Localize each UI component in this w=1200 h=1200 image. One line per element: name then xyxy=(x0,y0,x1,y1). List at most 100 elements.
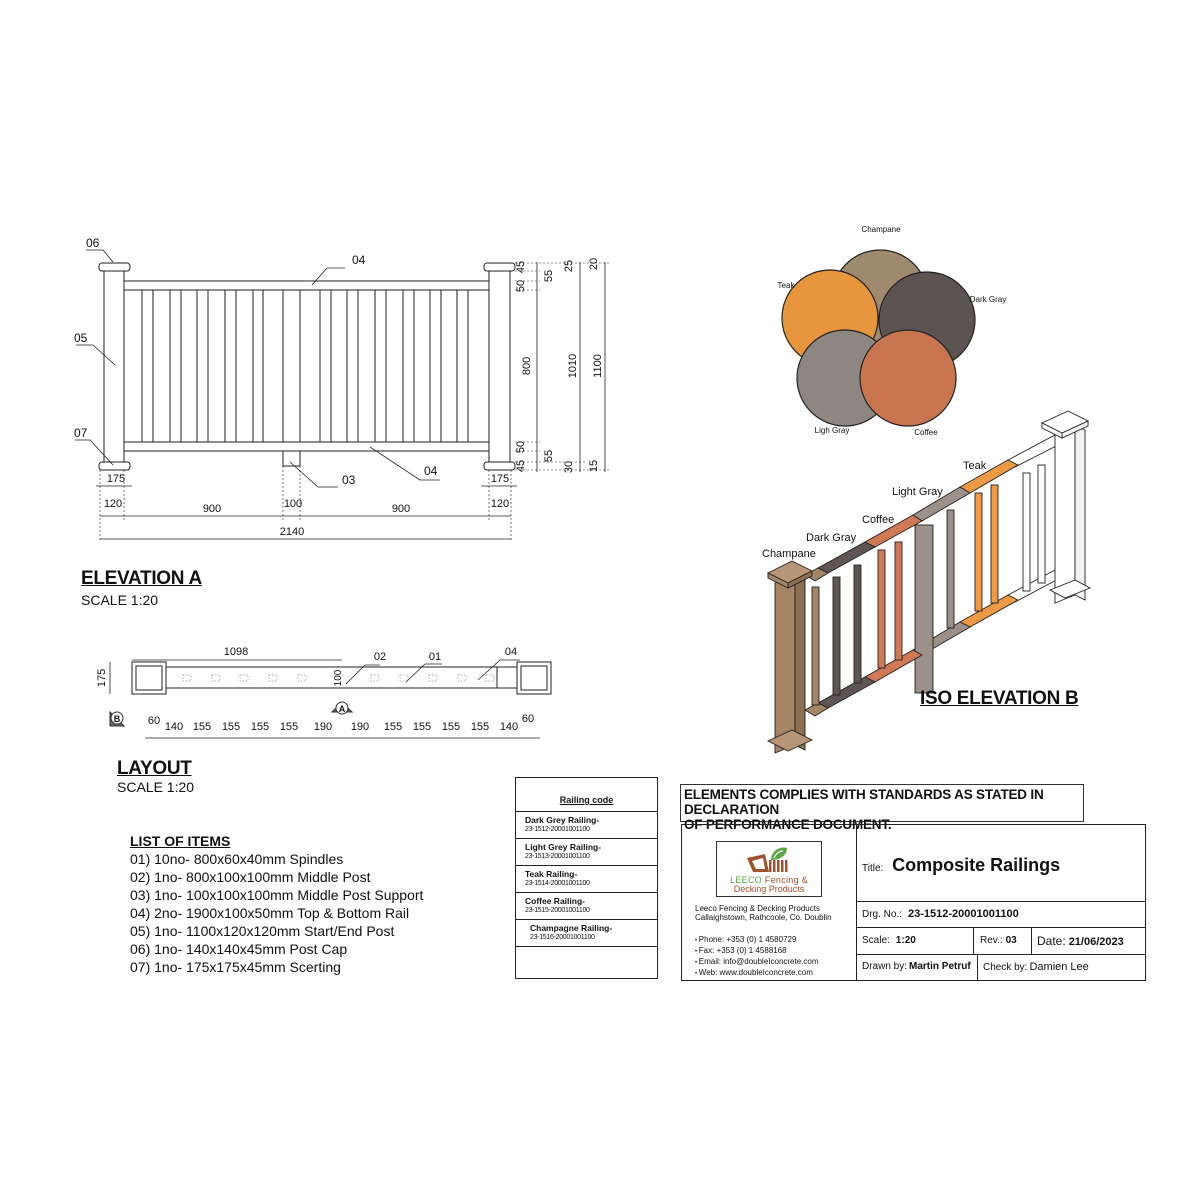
dim-post-left: 120 xyxy=(104,498,122,510)
color-swatches: Champane Dark Gray Coffee Ligh Gray Teak xyxy=(778,225,1007,437)
svg-text:190: 190 xyxy=(314,721,332,733)
dim-span-left: 900 xyxy=(203,503,221,515)
svg-text:155: 155 xyxy=(280,721,298,733)
railing-code-table: Railing code Dark Grey Railing-23-1512-2… xyxy=(515,777,658,979)
skirt-right xyxy=(483,461,516,471)
svg-text:155: 155 xyxy=(384,721,402,733)
layout-scale: SCALE 1:20 xyxy=(117,779,195,795)
list-item: 01) 10no- 800x60x40mm Spindles xyxy=(130,851,344,867)
dim-cap-right: 175 xyxy=(491,473,509,485)
dim-layout-depth: 175 xyxy=(96,669,108,687)
list-item: 04) 2no- 1900x100x50mm Top & Bottom Rail xyxy=(130,905,410,921)
leaf-fence-icon xyxy=(747,847,788,872)
callout-04-top: 04 xyxy=(352,253,366,267)
iso-label-champane: Champane xyxy=(762,548,816,560)
revision-cell: Rev.:03 xyxy=(974,928,1032,955)
dim-span-right: 900 xyxy=(392,503,410,515)
dim-bottom-30: 30 xyxy=(563,461,575,473)
notice-line-1: ELEMENTS COMPLIES WITH STANDARDS AS STAT… xyxy=(684,787,1044,817)
scale-cell: Scale:1:20 xyxy=(856,928,974,955)
elevation-a-scale: SCALE 1:20 xyxy=(81,592,159,608)
list-item: 02) 1no- 800x100x100mm Middle Post xyxy=(130,869,371,885)
table-row: Teak Railing-23-1514-20001001100 xyxy=(516,866,657,893)
post-cap-left xyxy=(98,262,131,272)
company-address: Leeco Fencing & Decking Products Callaig… xyxy=(695,904,832,922)
layout-rail xyxy=(131,666,498,689)
dim-layout-post: 100 xyxy=(333,669,344,686)
drawn-by-cell: Drawn by:Martin Petruf xyxy=(856,955,978,980)
layout-drawing: A B 1098 175 100 02 01 04 60 140 155 155… xyxy=(96,646,552,739)
list-of-items: LIST OF ITEMS 01) 10no- 800x60x40mm Spin… xyxy=(130,832,423,976)
company-panel: LEECO Fencing & Decking Products Leeco F… xyxy=(682,825,857,980)
iso-label-light-gray: Light Gray xyxy=(892,486,943,498)
callout-02: 02 xyxy=(374,651,386,663)
table-row: Light Grey Railing-23-1513-20001001100 xyxy=(516,839,657,866)
dim-layout-1098: 1098 xyxy=(224,646,248,658)
list-item: 07) 1no- 175x175x45mm Scerting xyxy=(130,959,341,975)
title-cell: Title: Composite Railings xyxy=(856,825,1145,902)
table-row: Champagne Railing-23-1516-20001001100 xyxy=(516,920,657,947)
dim-overall-height: 1100 xyxy=(592,354,604,378)
bottom-rail xyxy=(123,441,490,452)
layout-spacings: 60 140 155 155 155 155 190 190 155 155 1… xyxy=(148,713,534,733)
iso-elevation-title: ISO ELEVATION B xyxy=(920,688,1079,709)
layout-post-left xyxy=(131,661,167,695)
callout-06: 06 xyxy=(86,236,100,250)
dim-bottom-gap: 55 xyxy=(543,450,555,462)
skirt-left xyxy=(98,461,131,471)
start-post xyxy=(103,269,125,465)
iso-label-coffee: Coffee xyxy=(862,514,894,526)
svg-text:155: 155 xyxy=(251,721,269,733)
iso-elevation-drawing: Champane Dark Gray Coffee Light Gray Tea… xyxy=(762,410,1092,754)
dim-rail-bottom: 50 xyxy=(515,441,527,453)
callout-01: 01 xyxy=(429,651,441,663)
layout-title: LAYOUT xyxy=(117,758,192,779)
svg-text:155: 155 xyxy=(413,721,431,733)
dim-post-right: 120 xyxy=(491,498,509,510)
svg-text:Teak: Teak xyxy=(778,281,796,290)
iso-label-dark-gray: Dark Gray xyxy=(806,532,857,544)
end-post xyxy=(488,269,511,465)
dim-top-25: 25 xyxy=(563,260,575,272)
dim-cap-left: 175 xyxy=(107,473,125,485)
svg-text:190: 190 xyxy=(351,721,369,733)
railing-code-header: Railing code xyxy=(516,778,657,812)
check-by-cell: Check by:Damien Lee xyxy=(983,961,1089,973)
drawing-title: Composite Railings xyxy=(892,855,1061,875)
dim-top-20: 20 xyxy=(588,258,600,270)
list-of-items-title: LIST OF ITEMS xyxy=(130,833,231,849)
dim-inner-height: 1010 xyxy=(567,354,579,378)
svg-text:140: 140 xyxy=(500,721,518,733)
swatch-coffee xyxy=(859,329,957,427)
compliance-notice: ELEMENTS COMPLIES WITH STANDARDS AS STAT… xyxy=(680,784,1084,832)
callout-04-bottom: 04 xyxy=(424,464,438,478)
top-rail xyxy=(123,280,490,291)
svg-text:155: 155 xyxy=(442,721,460,733)
company-logo: LEECO Fencing & Decking Products xyxy=(716,841,822,897)
svg-text:155: 155 xyxy=(193,721,211,733)
company-contact: Phone: +353 (0) 1 4580729 Fax: +353 (0) … xyxy=(695,935,819,979)
callout-05: 05 xyxy=(74,331,88,345)
svg-text:B: B xyxy=(114,714,121,724)
callout-07: 07 xyxy=(74,426,88,440)
svg-text:A: A xyxy=(339,704,346,714)
svg-text:155: 155 xyxy=(471,721,489,733)
elevation-a-title: ELEVATION A xyxy=(81,568,202,589)
dim-overall-width: 2140 xyxy=(280,526,304,538)
list-item: 05) 1no- 1100x120x120mm Start/End Post xyxy=(130,923,395,939)
svg-text:60: 60 xyxy=(522,713,534,725)
callout-03: 03 xyxy=(342,473,356,487)
drawing-number-cell: Drg. No.:23-1512-20001001100 xyxy=(856,902,1145,928)
svg-text:Champane: Champane xyxy=(861,225,901,234)
dim-top-gap: 55 xyxy=(543,270,555,282)
table-row: Dark Grey Railing-23-1512-20001001100 xyxy=(516,812,657,839)
list-item: 03) 1no- 100x100x100mm Middle Post Suppo… xyxy=(130,887,424,903)
dim-rail-top: 50 xyxy=(515,280,527,292)
dim-cap-top: 45 xyxy=(515,261,527,273)
dim-skirt-bottom: 45 xyxy=(515,460,527,472)
svg-text:60: 60 xyxy=(148,715,160,727)
svg-text:Ligh Gray: Ligh Gray xyxy=(815,426,850,435)
table-row: Coffee Railing-23-1515-20001001100 xyxy=(516,893,657,920)
dim-spindles: 800 xyxy=(521,357,533,375)
iso-label-teak: Teak xyxy=(963,460,987,472)
